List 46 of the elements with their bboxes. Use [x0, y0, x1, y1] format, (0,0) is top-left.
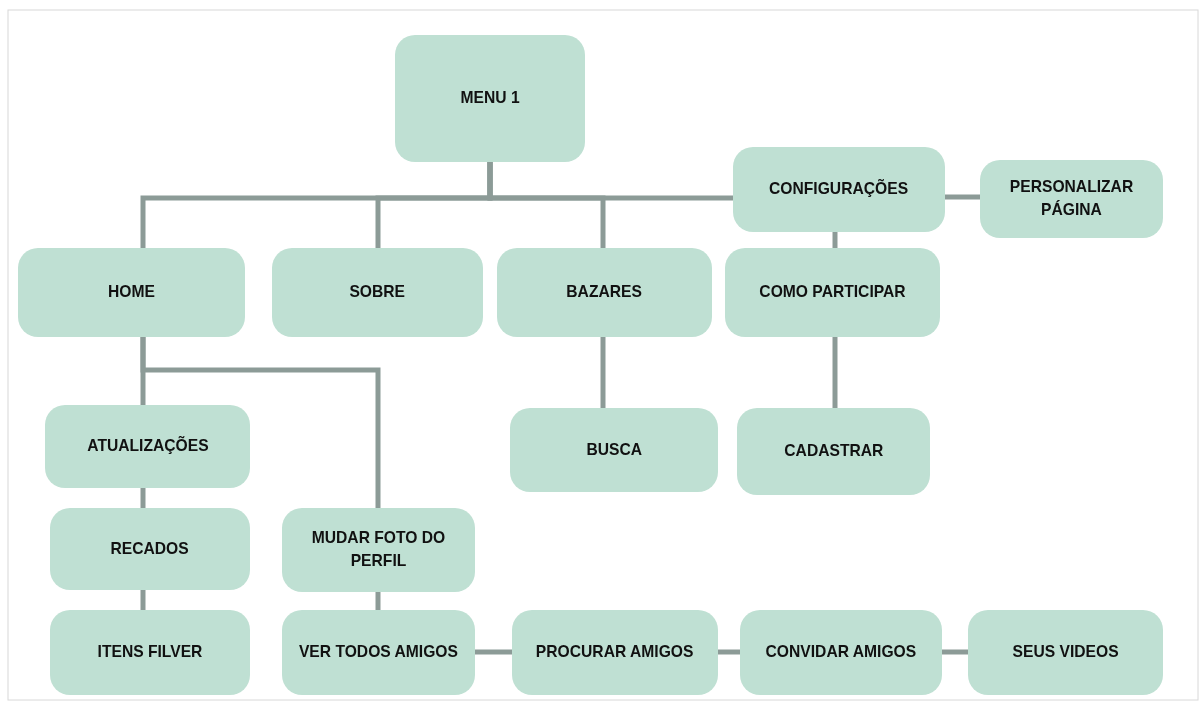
connector-line: [945, 194, 980, 200]
connector-line: [832, 337, 838, 408]
menu-box: [497, 248, 712, 337]
menu-box: [740, 610, 942, 695]
menu-box: [18, 248, 245, 337]
node-label: PERSONALIZAR PÁGINA: [1008, 176, 1135, 221]
node-label: CADASTRAR: [783, 440, 883, 463]
menu-box: [50, 610, 250, 695]
connector-line: [600, 337, 606, 408]
menu-box: [282, 508, 475, 592]
node-label: VER TODOS AMIGOS: [299, 641, 458, 664]
menu-box: [968, 610, 1163, 695]
menu-box: [725, 248, 940, 337]
node-label: HOME: [108, 281, 155, 304]
connector-line: [942, 649, 968, 655]
menu-box: [282, 610, 475, 695]
node-label: CONFIGURAÇÕES: [769, 178, 909, 201]
node-label: ATUALIZAÇÕES: [86, 435, 209, 458]
node-label: BUSCA: [586, 438, 642, 461]
node-label: ITENS FILVER: [97, 641, 203, 664]
menu-box: [980, 160, 1163, 238]
menu-box: [512, 610, 718, 695]
connector-line: [475, 649, 512, 655]
menu-box: [737, 408, 930, 495]
node-label: SOBRE: [349, 281, 406, 304]
connector-line: [140, 337, 381, 508]
connector-line: [140, 590, 146, 610]
menu-box: [50, 508, 250, 590]
menu-box: [733, 147, 945, 232]
connector-line: [375, 592, 381, 610]
node-label: COMO PARTICIPAR: [759, 281, 906, 304]
node-label: RECADOS: [110, 537, 190, 560]
node-label: MUDAR FOTO DO PERFIL: [310, 527, 447, 572]
menu-box: [272, 248, 483, 337]
menu-box: [510, 408, 718, 492]
node-label: CONVIDAR AMIGOS: [765, 641, 917, 664]
menu-box: [45, 405, 250, 488]
node-label: MENU 1: [460, 87, 520, 110]
connector-line: [832, 232, 838, 248]
menu-box: [395, 35, 585, 162]
node-label: SEUS VIDEOS: [1012, 641, 1119, 664]
node-label: PROCURAR AMIGOS: [536, 641, 694, 664]
node-label: BAZARES: [566, 281, 643, 304]
connector-line: [718, 649, 740, 655]
connector-line: [140, 488, 146, 508]
connector-line: [487, 162, 733, 201]
